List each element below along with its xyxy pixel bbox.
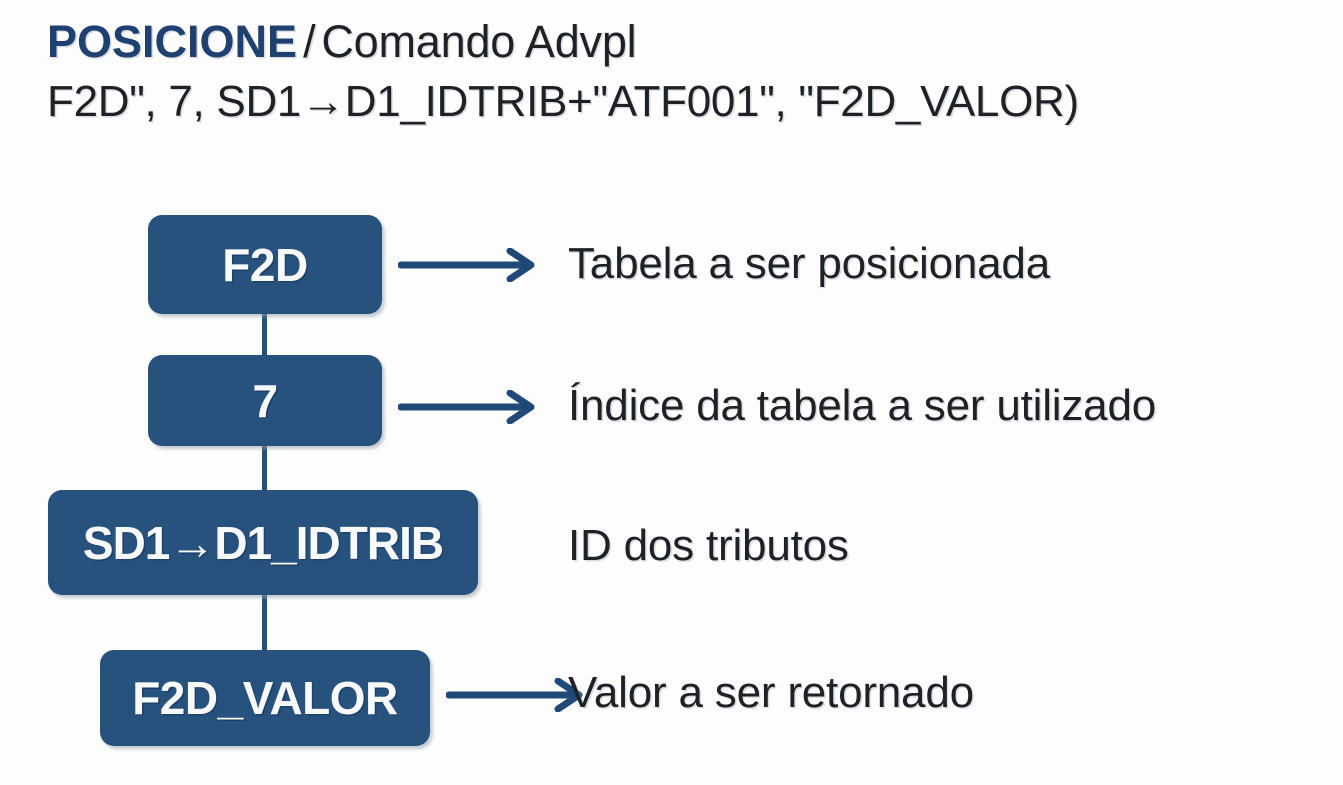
page-title-subtitle: Comando Advpl [321,16,637,67]
right-arrow-icon [446,678,583,712]
header: POSICIONE/Comando Advpl F2D", 7, SD1→D1_… [47,16,1317,127]
connector-line [262,442,267,494]
node-idtrib[interactable]: SD1→D1_IDTRIB [48,490,478,595]
right-arrow-icon [398,248,535,282]
node-f2d-label: F2D [222,238,308,291]
node-f2d[interactable]: F2D [148,215,382,314]
node-idtrib-label: SD1→D1_IDTRIB [82,516,444,569]
description-valor: Valor a ser retornado [568,668,974,717]
description-idtrib: ID dos tributos [568,521,849,570]
page-title-keyword: POSICIONE [47,16,298,67]
description-f2d: Tabela a ser posicionada [568,239,1050,288]
connector-line [262,591,267,654]
command-signature: F2D", 7, SD1→D1_IDTRIB+"ATF001", "F2D_VA… [47,77,1079,127]
page-title: POSICIONE/Comando Advpl [47,16,1317,68]
page-title-separator: / [303,16,316,67]
node-index[interactable]: 7 [148,355,382,446]
node-valor-label: F2D_VALOR [132,672,398,724]
description-index: Índice da tabela a ser utilizado [568,381,1156,430]
connector-line [262,310,267,360]
node-index-label: 7 [252,374,278,427]
node-valor[interactable]: F2D_VALOR [100,650,430,746]
right-arrow-icon [398,390,535,424]
